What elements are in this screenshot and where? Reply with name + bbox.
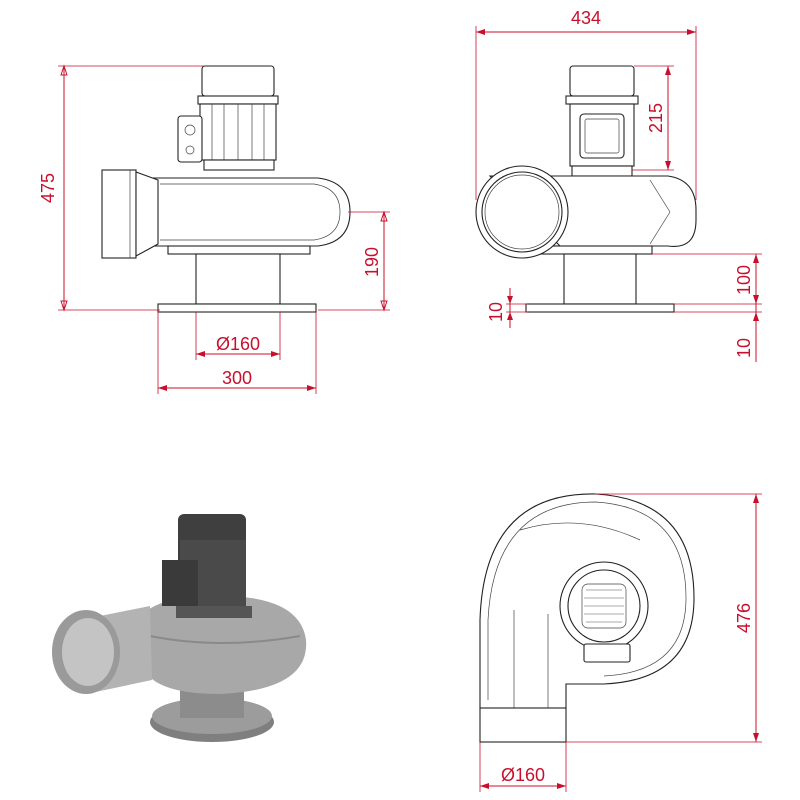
dim-top-total-height: 476 [566, 493, 762, 743]
dim-label-475: 475 [38, 173, 58, 203]
side-base [525, 253, 675, 313]
dim-front-inlet-diameter: Ø160 [195, 312, 281, 360]
dim-side-flange-right: 10 [674, 304, 762, 362]
dim-label-10-right: 10 [734, 338, 754, 358]
dim-label-434: 434 [571, 8, 601, 28]
top-view: 476 Ø160 [479, 493, 762, 792]
side-motor [565, 65, 639, 177]
dim-front-base-width: 300 [157, 312, 317, 394]
dim-label-100: 100 [734, 265, 754, 295]
dim-front-total-height: 475 [38, 64, 204, 312]
dim-label-476: 476 [734, 603, 754, 633]
dim-side-base-height: 100 [652, 253, 762, 305]
top-terminal-box [583, 643, 631, 663]
render-housing [140, 596, 307, 694]
dim-top-outlet-diameter: Ø160 [479, 742, 567, 792]
isometric-render [52, 514, 307, 742]
dim-label-top-diameter: Ø160 [501, 765, 545, 785]
front-base [157, 253, 317, 313]
dim-label-front-diameter: Ø160 [216, 334, 260, 354]
front-view: 475 190 Ø160 300 [38, 64, 390, 394]
dim-label-300: 300 [222, 368, 252, 388]
dim-label-10-left: 10 [486, 302, 506, 322]
top-outlet-flange [479, 707, 567, 743]
dim-label-190: 190 [362, 247, 382, 277]
dim-front-base-height: 190 [318, 210, 390, 312]
side-view: 434 215 100 10 [475, 8, 762, 362]
front-motor [177, 65, 279, 171]
dim-side-flange-left: 10 [486, 288, 528, 328]
dim-side-total-width: 434 [475, 8, 697, 200]
front-housing [101, 169, 351, 259]
top-fan-grille [584, 589, 624, 623]
dim-label-215: 215 [646, 103, 666, 133]
side-inlet-ring [475, 165, 569, 259]
dim-side-motor-height: 215 [632, 65, 674, 171]
